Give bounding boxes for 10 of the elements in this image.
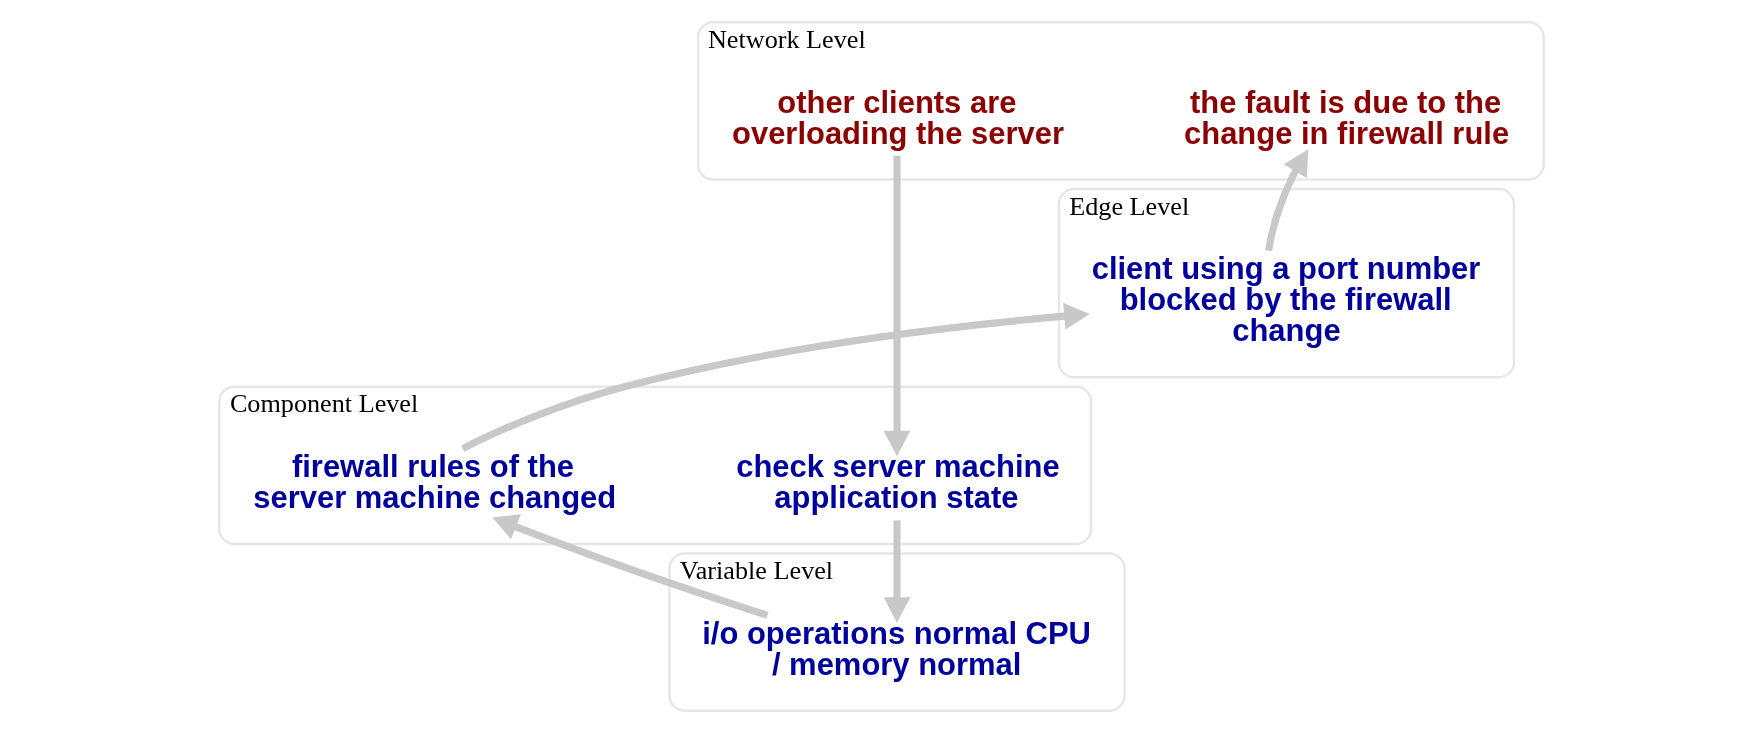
node-text: firewall rules of the server machine changed: [252, 449, 616, 515]
arrow: [1264, 149, 1308, 252]
arrow: [491, 514, 769, 619]
node-text: i/o operations normal CPU / memory normal: [701, 615, 1091, 682]
node-text: client using a port number blocked by the firewall change: [1091, 251, 1480, 349]
node-text: other clients are overloading the server: [731, 84, 1064, 151]
arrow: [883, 155, 910, 457]
node-text: the fault is due to the change in firewall rule: [1183, 84, 1509, 151]
node-text: check server machine application state: [735, 449, 1060, 515]
arrow: [460, 302, 1090, 452]
